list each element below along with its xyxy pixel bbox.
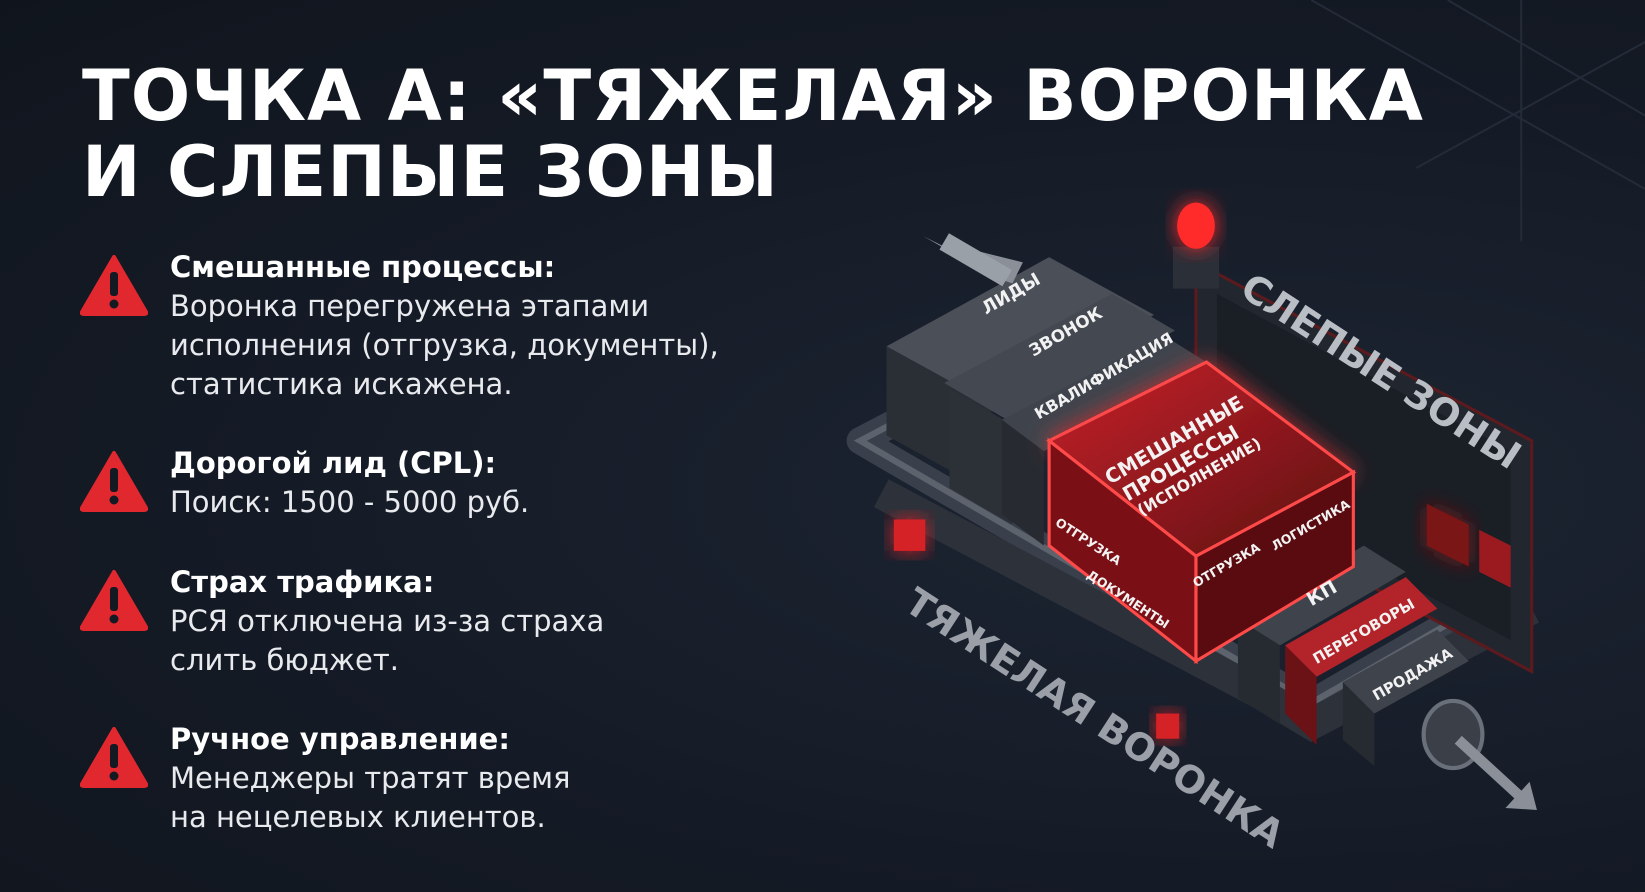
item-text: на нецелевых клиентов. (170, 800, 546, 834)
title-line-2: И СЛЕПЫЕ ЗОНЫ (82, 131, 779, 213)
item-heading: Смешанные процессы: (170, 250, 556, 284)
stage-blocks (886, 257, 1469, 766)
warning-icon (80, 255, 148, 316)
warning-icon (80, 570, 148, 631)
alarm-light-icon (1172, 202, 1220, 289)
outgoing-pipe-arrow-icon (1421, 698, 1537, 811)
item-text: Менеджеры тратят время (170, 761, 571, 795)
title-line-1: ТОЧКА А: «ТЯЖЕЛАЯ» ВОРОНКА (82, 55, 1424, 137)
indicator-light-icon (893, 519, 926, 551)
incoming-arrow-shaft (939, 233, 1012, 287)
mixed-processes-block (1046, 360, 1357, 665)
item-text: РСЯ отключена из-за страха (170, 604, 605, 638)
item-text: статистика искажена. (170, 367, 513, 401)
page-title: ТОЧКА А: «ТЯЖЕЛАЯ» ВОРОНКА И СЛЕПЫЕ ЗОНЫ (82, 58, 1424, 210)
item-heading: Дорогой лид (CPL): (170, 446, 497, 480)
item-text: слить бюджет. (170, 643, 399, 677)
item-text: исполнения (отгрузка, документы), (170, 328, 719, 362)
warning-icon (80, 451, 148, 512)
item-heading: Страх трафика: (170, 565, 435, 599)
blind-zones-wall (1194, 259, 1534, 675)
background-grid (1310, 0, 1645, 242)
indicator-light-icon (1156, 713, 1180, 739)
warning-icon (80, 727, 148, 788)
item-heading: Ручное управление: (170, 722, 510, 756)
item-text: Воронка перегружена этапами (170, 289, 650, 323)
item-text: Поиск: 1500 - 5000 руб. (170, 485, 530, 519)
